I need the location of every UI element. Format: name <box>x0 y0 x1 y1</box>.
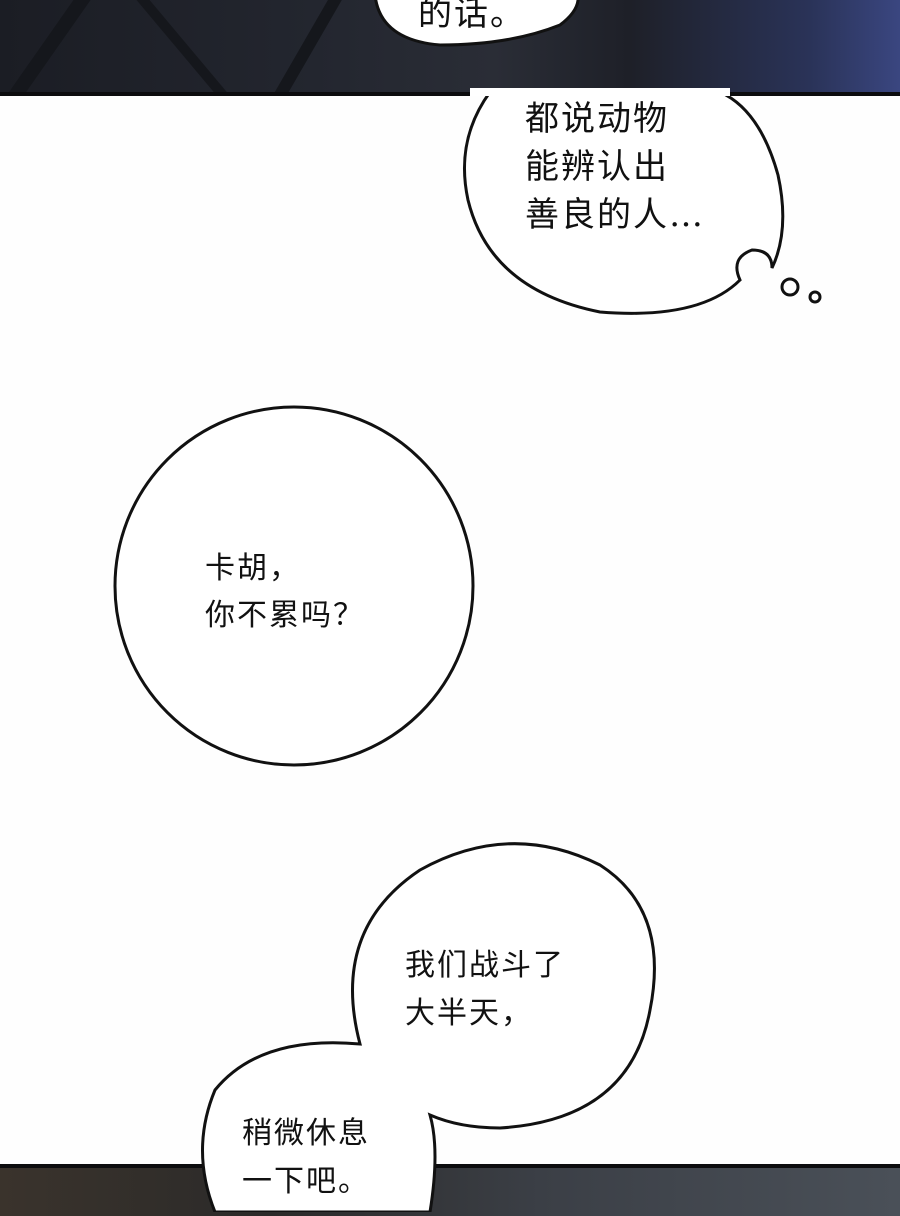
thought-dot-large <box>780 277 800 297</box>
circle-text-line-2: 你不累吗？ <box>205 598 365 633</box>
top-speech-bubble <box>374 0 580 47</box>
thought-text-line-3: 善良的人… <box>525 195 705 235</box>
bubble-text-top: 的话。 <box>418 0 526 34</box>
lower-bubble-text-line-1: 稍微休息 <box>242 1116 370 1151</box>
upper-bubble-text-line-1: 我们战斗了 <box>405 948 565 983</box>
thought-text-line-2: 能辨认出 <box>525 147 669 187</box>
bottom-comic-panel <box>0 1164 900 1216</box>
double-speech-bubble <box>201 842 656 1212</box>
lower-bubble-text-line-2: 一下吧。 <box>242 1164 370 1199</box>
bubble-join <box>470 88 730 96</box>
circle-text-line-1: 卡胡， <box>205 551 301 586</box>
thought-bubble <box>462 90 785 315</box>
thought-text-line-1: 都说动物 <box>525 99 669 139</box>
thought-dot-small <box>808 290 822 304</box>
upper-bubble-text-line-2: 大半天， <box>405 996 533 1031</box>
circle-speech-bubble <box>113 405 475 767</box>
